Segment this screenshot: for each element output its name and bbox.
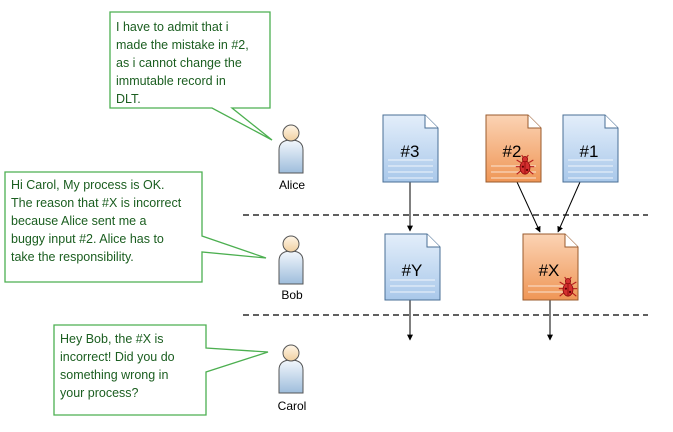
person-icon <box>278 344 304 394</box>
carol-speech-bubble: Hey Bob, the #X is incorrect! Did you do… <box>53 324 269 416</box>
document-label: #1 <box>580 142 599 161</box>
actor-bob: Bob <box>278 235 304 302</box>
bob-bubble-line: Hi Carol, My process is OK. <box>11 178 165 192</box>
carol-bubble-line: something wrong in <box>60 368 168 382</box>
person-icon <box>278 124 304 174</box>
carol-bubble-line: Hey Bob, the #X is <box>60 332 164 346</box>
alice-bubble-line: as i cannot change the <box>116 56 242 70</box>
actor-label: Carol <box>278 399 307 413</box>
bob-bubble-line: The reason that #X is incorrect <box>11 196 182 210</box>
bob-bubble-line: buggy input #2. Alice has to <box>11 232 164 246</box>
actor-alice: Alice <box>278 124 305 192</box>
document-y: #Y <box>384 233 441 301</box>
person-icon <box>278 235 304 285</box>
flow-arrows <box>407 181 581 341</box>
actor-label: Alice <box>279 178 305 192</box>
carol-bubble-line: incorrect! Did you do <box>60 350 175 364</box>
bob-speech-bubble: Hi Carol, My process is OK. The reason t… <box>4 171 267 283</box>
alice-bubble-line: immutable record in <box>116 74 226 88</box>
bob-bubble-text: Hi Carol, My process is OK. The reason t… <box>11 178 185 264</box>
carol-bubble-line: your process? <box>60 386 139 400</box>
document-2: #2 <box>485 114 542 183</box>
document-label: #3 <box>401 142 420 161</box>
carol-bubble-text: Hey Bob, the #X is incorrect! Did you do… <box>60 332 178 400</box>
document-1: #1 <box>562 114 619 183</box>
document-label: #Y <box>402 261 423 280</box>
document-3: #3 <box>382 114 439 183</box>
actor-label: Bob <box>281 288 303 302</box>
arrow-doc2-to-docX <box>516 181 541 233</box>
alice-bubble-line: made the mistake in #2, <box>116 38 249 52</box>
document-x: #X <box>522 233 579 301</box>
arrow-doc1-to-docX <box>557 181 581 233</box>
document-label: #X <box>539 261 560 280</box>
bob-bubble-line: take the responsibility. <box>11 250 134 264</box>
alice-bubble-line: DLT. <box>116 92 141 106</box>
bob-bubble-line: because Alice sent me a <box>11 214 147 228</box>
alice-bubble-line: I have to admit that i <box>116 20 229 34</box>
alice-speech-bubble: I have to admit that i made the mistake … <box>109 11 273 141</box>
alice-bubble-text: I have to admit that i made the mistake … <box>116 20 252 106</box>
document-label: #2 <box>503 142 522 161</box>
actor-carol: Carol <box>278 344 307 413</box>
